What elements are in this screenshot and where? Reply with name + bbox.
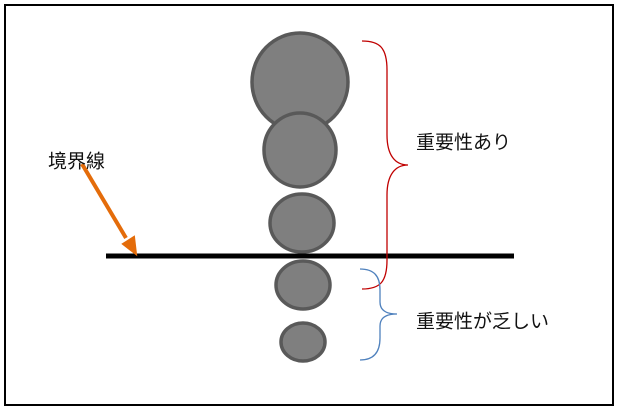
frame-border <box>4 4 614 406</box>
circle-item-5 <box>279 321 327 363</box>
boundary-label: 境界線 <box>48 150 106 173</box>
circle-item-4 <box>274 259 332 311</box>
brace-less-important <box>359 268 398 361</box>
circle-item-3 <box>268 192 336 254</box>
brace-important <box>361 40 409 290</box>
circle-item-2 <box>262 111 338 189</box>
less-important-label: 重要性が乏しい <box>416 310 550 333</box>
important-label: 重要性あり <box>416 131 512 154</box>
boundary-arrow <box>80 162 138 257</box>
